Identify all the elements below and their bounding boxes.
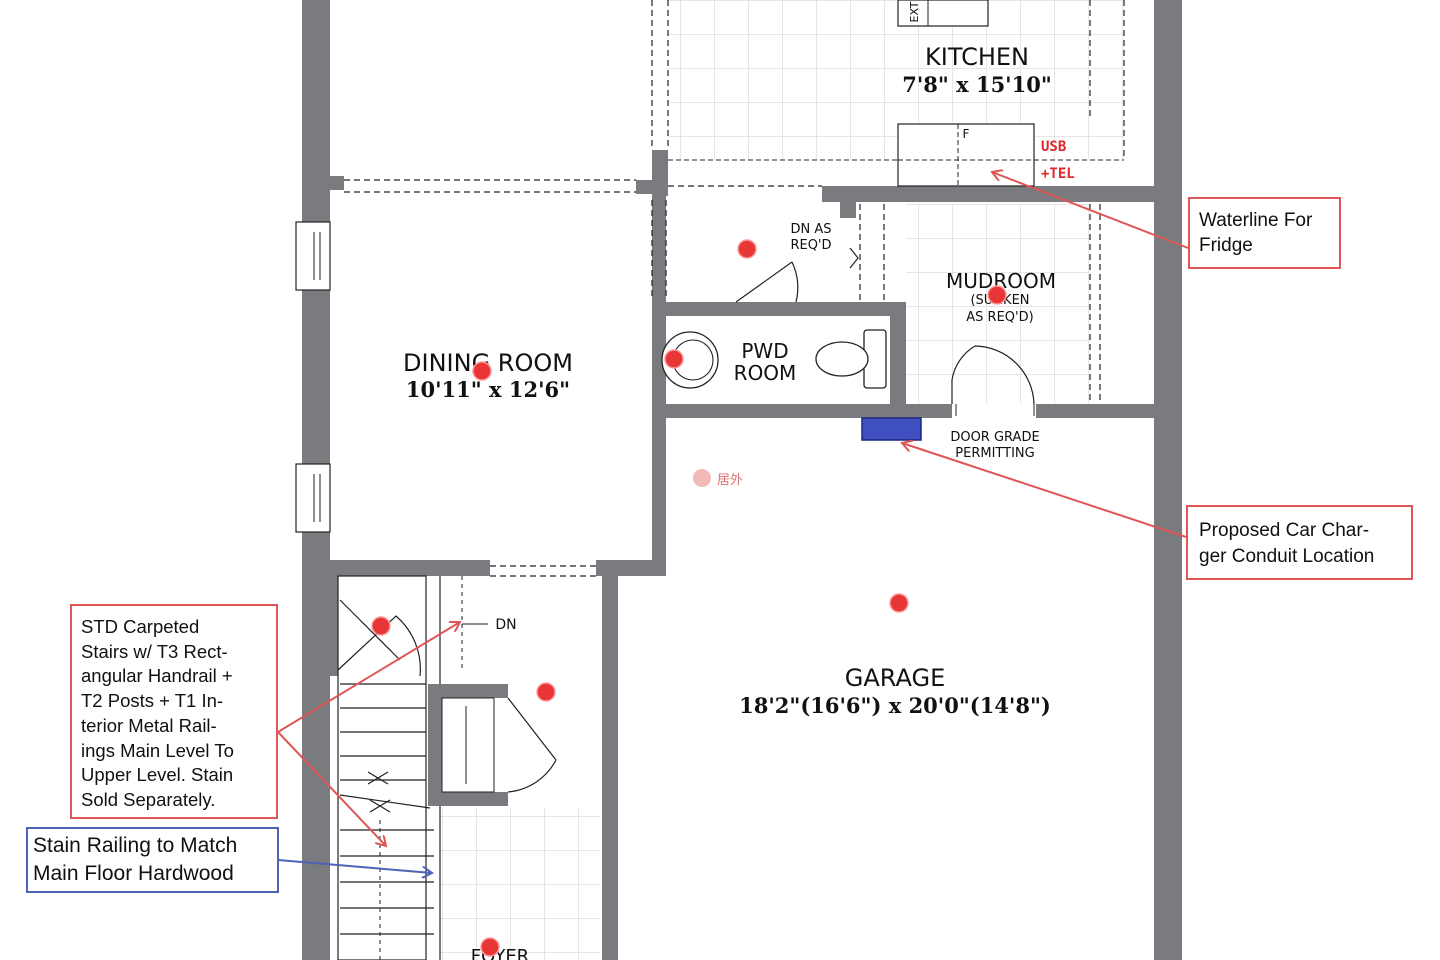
dashed-openings [344, 0, 1125, 577]
stairs-callout-text: STD Carpeted Stairs w/ T3 Rect- angular … [81, 616, 234, 810]
tel-label: +TEL [1041, 166, 1075, 182]
stain-railing-callout-text: Stain Railing to Match Main Floor Hardwo… [33, 834, 238, 885]
fridge-f-label: F [963, 127, 970, 141]
waterline-callout-text: Waterline For Fridge [1199, 210, 1313, 256]
stain-arrow [277, 859, 432, 873]
stair-door-swing [337, 615, 421, 677]
svg-text:居外: 居外 [717, 473, 743, 488]
car-charger-conduit-marker [861, 417, 922, 441]
marker-dot [371, 616, 391, 636]
ext-label: EXT [908, 1, 921, 22]
window-upper [295, 221, 331, 291]
exterior-walls [302, 0, 1182, 960]
stairs-callout: STD Carpeted Stairs w/ T3 Rect- angular … [70, 604, 278, 819]
car-charger-arrow [902, 443, 1187, 538]
waterline-arrow [992, 172, 1189, 249]
garage-dims: 18'2"(16'6") x 20'0"(14'8") [739, 693, 1051, 718]
bifold-mark [849, 247, 859, 269]
staircase [337, 575, 488, 960]
dn-as-label: DN AS [790, 222, 831, 237]
stairs-arrow-down [277, 731, 386, 846]
reqd-label: REQ'D [790, 238, 831, 253]
marker-dot [987, 285, 1007, 305]
stair-dn-label: DN [495, 617, 516, 633]
marker-dot [480, 937, 500, 957]
pwd-door-swing [735, 261, 799, 303]
interior-walls [330, 150, 1154, 960]
foyer-name: FOYER [471, 946, 529, 960]
car-charger-callout: Proposed Car Char- ger Conduit Location [1186, 505, 1413, 580]
mudroom-sub2: AS REQ'D) [966, 310, 1033, 325]
kitchen-tile-floor [668, 0, 1124, 160]
kitchen-name: KITCHEN [925, 43, 1029, 71]
pwd-room-line2: ROOM [734, 361, 797, 385]
stain-railing-callout: Stain Railing to Match Main Floor Hardwo… [26, 827, 279, 893]
foyer-tile-floor [440, 808, 600, 960]
kitchen-counters [668, 0, 1124, 187]
marker-dot [737, 239, 757, 259]
location-markers [371, 239, 1007, 957]
stairs-arrow-up [277, 622, 460, 733]
pwd-room-line1: PWD [741, 339, 788, 363]
marker-dot [472, 361, 492, 381]
window-lower [295, 463, 331, 533]
car-charger-callout-text: Proposed Car Char- ger Conduit Location [1199, 520, 1375, 567]
door-grade-line2: PERMITTING [955, 446, 1034, 461]
marker-dot [889, 593, 909, 613]
dining-room-dims: 10'11" x 12'6" [406, 377, 570, 402]
waterline-callout: Waterline For Fridge [1188, 197, 1341, 269]
mudroom-door-swing [951, 345, 1035, 416]
door-grade-line1: DOOR GRADE [950, 430, 1039, 445]
usb-label: USB [1041, 139, 1066, 155]
closet-door-swing [441, 697, 557, 793]
watermark-logo: 居外 [693, 469, 743, 488]
callout-arrows [277, 172, 1189, 873]
marker-dot [664, 349, 684, 369]
garage-name: GARAGE [845, 664, 945, 692]
powder-room-sink [661, 331, 719, 389]
marker-dot [536, 682, 556, 702]
kitchen-dims: 7'8" x 15'10" [902, 72, 1052, 97]
toilet [815, 329, 887, 389]
